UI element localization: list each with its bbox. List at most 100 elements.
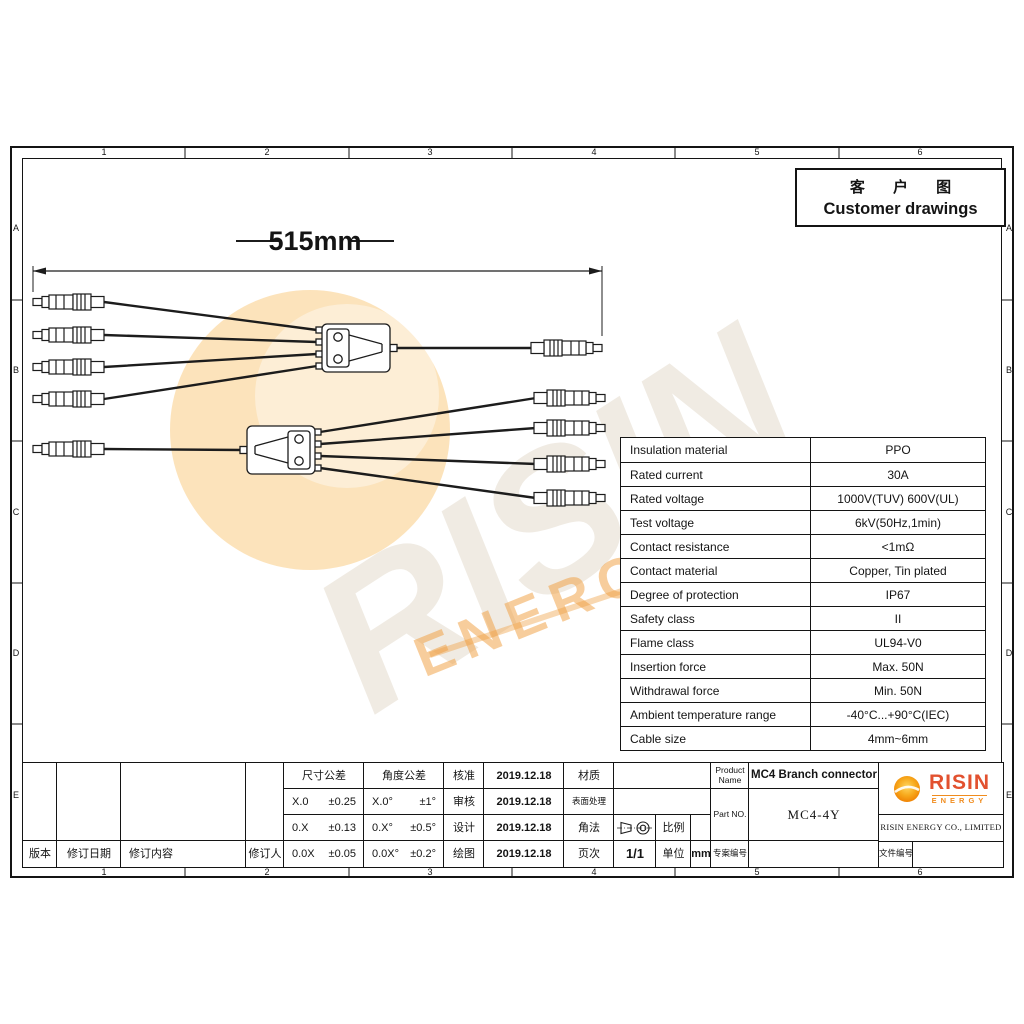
spec-label: Contact resistance <box>621 535 811 558</box>
projection-symbol-cell <box>613 814 657 842</box>
zone-col-label: 4 <box>591 147 597 157</box>
spec-label: Rated current <box>621 463 811 486</box>
table-row: Contact resistance<1mΩ <box>621 534 985 558</box>
dimension-515mm: 515mm <box>32 226 603 336</box>
tolerance-dim: 0.0X <box>292 847 315 860</box>
company-logo: RISIN ENERGY <box>878 762 1004 816</box>
zone-col-label: 2 <box>264 147 270 157</box>
table-row: Degree of protection IP67 <box>621 582 985 606</box>
draw-label: 绘图 <box>443 840 485 868</box>
zone-row-label: B <box>12 365 19 375</box>
revision-person-header: 修订人 <box>245 840 285 868</box>
spec-value: Max. 50N <box>872 659 924 674</box>
upper-assembly <box>32 293 603 408</box>
third-angle-projection-icon <box>617 821 653 835</box>
company-name-cell: RISIN ENERGY CO., LIMITED <box>878 814 1004 842</box>
approve-date: 2019.12.18 <box>483 762 565 790</box>
spec-value: II <box>894 611 902 626</box>
zone-col-label: 5 <box>754 867 760 877</box>
zone-row-label: B <box>1005 365 1012 375</box>
angle-tolerance-row: 0.0X° ±0.2° <box>363 840 445 868</box>
part-no-label: Part NO. <box>710 788 750 842</box>
dim-tolerance-header: 尺寸公差 <box>283 762 365 790</box>
tolerance-value: ±0.13 <box>328 821 356 834</box>
zone-col-label: 6 <box>917 147 923 157</box>
spec-label: Rated voltage <box>621 487 811 510</box>
tolerance-value: ±0.25 <box>328 795 356 808</box>
tolerance-value: ±1° <box>419 795 436 808</box>
company-name: RISIN ENERGY CO., LIMITED <box>880 822 1002 833</box>
revision-person-cell <box>245 762 285 842</box>
zone-col-label: 2 <box>264 867 270 877</box>
table-row: Rated current 30A <box>621 462 985 486</box>
product-name-value: MC4 Branch connector <box>748 762 880 790</box>
table-row: Contact material Copper, Tin plated <box>621 558 985 582</box>
revision-date-cell <box>56 762 122 842</box>
zone-row-label: D <box>12 648 20 658</box>
dim-tolerance-row: X.0 ±0.25 <box>283 788 365 816</box>
page-value: 1/1 <box>613 840 657 868</box>
table-row: Safety class II <box>621 606 985 630</box>
spec-value: Min. 50N <box>873 683 923 698</box>
part-no-value: MC4-4Y <box>748 788 880 842</box>
zone-col-label: 5 <box>754 147 760 157</box>
zone-row-label: D <box>1005 648 1013 658</box>
spec-value: 1000V(TUV) 600V(UL) <box>837 491 959 506</box>
spec-label: Flame class <box>621 631 811 654</box>
spec-label: Safety class <box>621 607 811 630</box>
project-no-value-cell <box>748 840 880 868</box>
table-row: Rated voltage 1000V(TUV) 600V(UL) <box>621 486 985 510</box>
unit-label: 单位 <box>655 840 692 868</box>
revision-date-header: 修订日期 <box>56 840 122 868</box>
spec-label: Contact material <box>621 559 811 582</box>
product-name-label: Product Name <box>710 762 750 790</box>
material-label: 材质 <box>563 762 615 790</box>
tolerance-value: ±0.2° <box>410 847 436 860</box>
spec-value: 30A <box>887 467 909 482</box>
zone-row-label: E <box>12 790 19 800</box>
approve-label: 核准 <box>443 762 485 790</box>
dim-tolerance-row: 0.X ±0.13 <box>283 814 365 842</box>
logo-risin-text: RISIN <box>928 771 990 795</box>
projection-label: 角法 <box>563 814 615 842</box>
dimension-label: 515mm <box>268 226 361 256</box>
tolerance-angle: 0.0X° <box>372 847 400 860</box>
customer-drawings-title-en: Customer drawings <box>823 200 978 218</box>
spec-label: Test voltage <box>621 511 811 534</box>
zone-col-label: 1 <box>101 147 107 157</box>
revision-version-cell <box>22 762 58 842</box>
spec-value: Copper, Tin plated <box>849 563 947 578</box>
spec-value: UL94-V0 <box>874 635 922 650</box>
file-no-value-cell <box>912 840 1004 868</box>
revision-content-cell <box>120 762 247 842</box>
risin-sun-logo-icon <box>893 776 920 802</box>
material-value-cell <box>613 762 712 790</box>
surface-value-cell <box>613 788 712 816</box>
spec-value: IP67 <box>885 587 911 602</box>
angle-tolerance-row: X.0° ±1° <box>363 788 445 816</box>
logo-energy-text: ENERGY <box>931 795 988 806</box>
scale-value-cell <box>690 814 712 842</box>
tolerance-value: ±0.05 <box>328 847 356 860</box>
tolerance-dim: X.0 <box>292 795 309 808</box>
revision-content-header: 修订内容 <box>120 840 247 868</box>
spec-value: 4mm~6mm <box>867 731 929 746</box>
review-label: 审核 <box>443 788 485 816</box>
spec-label: Ambient temperature range <box>621 703 811 726</box>
customer-drawings-box: 客 户 图 Customer drawings <box>795 168 1006 227</box>
tolerance-dim: 0.X <box>292 821 309 834</box>
review-date: 2019.12.18 <box>483 788 565 816</box>
zone-col-label: 4 <box>591 867 597 877</box>
angle-tolerance-header: 角度公差 <box>363 762 445 790</box>
zone-ticks <box>10 146 1014 878</box>
scale-label: 比例 <box>655 814 692 842</box>
table-row: Flame class UL94-V0 <box>621 630 985 654</box>
spec-value: -40°C...+90°C(IEC) <box>846 707 950 722</box>
spec-label: Degree of protection <box>621 583 811 606</box>
customer-drawings-title-cn: 客 户 图 <box>849 179 964 196</box>
spec-label: Insulation material <box>621 438 811 462</box>
spec-label: Withdrawal force <box>621 679 811 702</box>
